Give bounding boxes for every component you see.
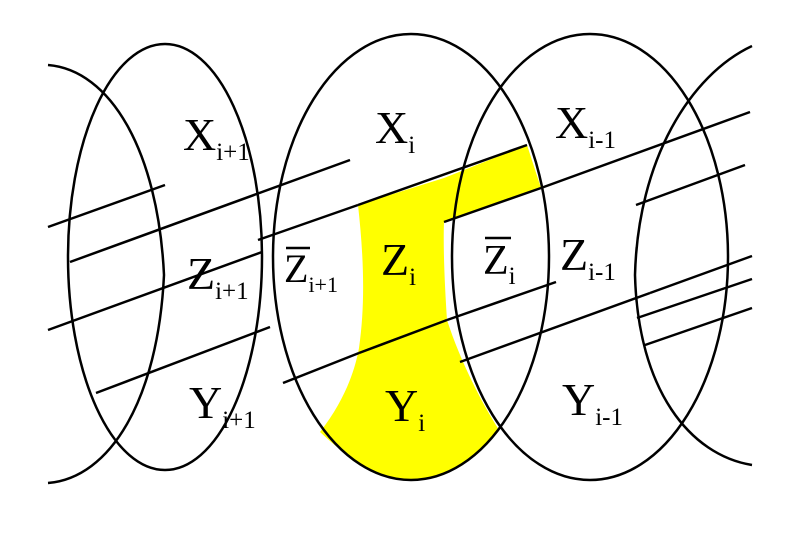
band-line [69, 158, 351, 264]
band-line [635, 163, 746, 207]
label-zbar-i-plus-1: Zi+1 [284, 246, 338, 297]
band-line [282, 351, 360, 385]
band-line [95, 325, 271, 395]
label-x-i-minus-1: Xi-1 [555, 97, 616, 154]
label-x-i: Xi [375, 102, 415, 159]
label-y-i-plus-1: Yi+1 [189, 377, 256, 434]
label-x-i-plus-1: Xi+1 [183, 109, 250, 166]
right-partial-ellipse [633, 44, 753, 467]
band-line [649, 254, 753, 295]
ellipse-i-minus-1 [450, 32, 730, 482]
band-lines [47, 110, 753, 395]
band-line [47, 183, 166, 229]
band-line [443, 186, 542, 224]
band-line [446, 280, 557, 322]
ellipse-group [47, 32, 753, 485]
labels: Xi+1 Xi Xi-1 Zi+1 Zi+1 Zi Zi Zi-1 Yi+1 Y… [183, 97, 623, 437]
band-line [257, 203, 359, 242]
band-line [644, 306, 753, 347]
label-y-i-minus-1: Yi-1 [562, 374, 623, 431]
band-line [636, 277, 753, 320]
band-line [459, 291, 651, 364]
band-line [358, 318, 448, 355]
label-y-i: Yi [385, 380, 425, 437]
ellipse-i [271, 32, 551, 482]
left-partial-ellipse [47, 63, 166, 485]
ellipse-i-plus-1 [66, 42, 264, 472]
band-line [47, 250, 263, 332]
label-z-i-plus-1: Zi+1 [187, 248, 249, 305]
highlighted-region [320, 145, 541, 481]
label-z-i: Zi [381, 234, 416, 291]
band-line [540, 110, 751, 190]
label-z-i-minus-1: Zi-1 [560, 229, 616, 286]
label-zbar-i: Zi [483, 238, 516, 290]
band-line [357, 143, 528, 207]
